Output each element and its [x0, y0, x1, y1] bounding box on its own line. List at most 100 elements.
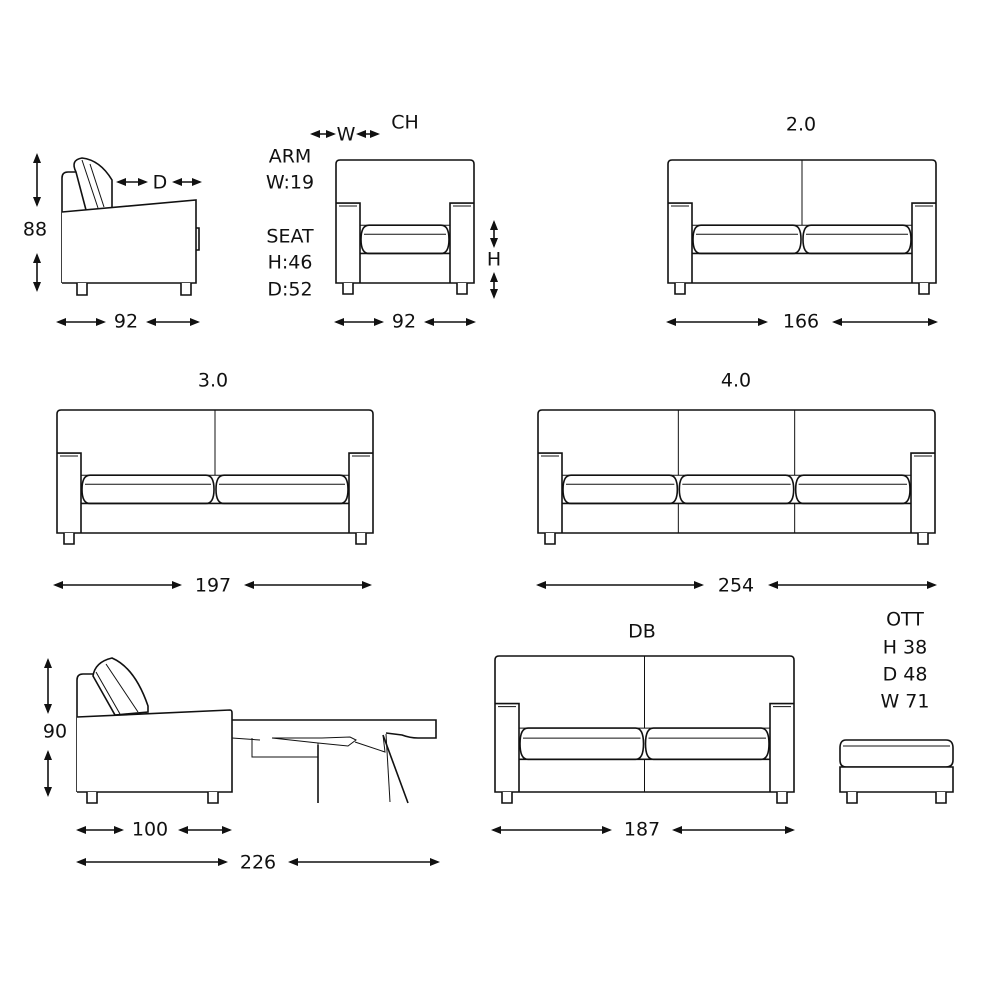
right-arm	[911, 202, 936, 283]
sofa-outline	[335, 159, 475, 284]
arrow-head	[44, 658, 52, 668]
arrow-head	[490, 272, 498, 282]
sofa-bed-height-arrow-top	[44, 658, 52, 714]
sofa-2-width-arrow-right	[832, 318, 938, 326]
arrow-head	[362, 581, 372, 589]
sofa-bed-height-label: 90	[43, 721, 67, 743]
arrow-head	[190, 318, 200, 326]
arrow-head	[334, 318, 344, 326]
sofa-3-front-view	[56, 409, 374, 545]
w-arrow-right	[356, 130, 380, 138]
sofa-3-title: 3.0	[198, 370, 228, 392]
sofa-bed-width-arrow-right	[672, 826, 795, 834]
arrow-head	[33, 197, 41, 207]
h-arrow-top	[490, 220, 498, 248]
sofa-bed-width-arrow-left	[491, 826, 612, 834]
chair-width-arrow-left	[334, 318, 384, 326]
foot	[86, 792, 98, 804]
arrow-head	[178, 826, 188, 834]
right-arm	[348, 452, 373, 533]
chair-side-height-label: 88	[23, 219, 47, 241]
arrow-head	[53, 581, 63, 589]
arrow-head	[666, 318, 676, 326]
mechanism-link	[354, 734, 386, 753]
arrow-head	[326, 130, 336, 138]
arrow-head	[218, 858, 228, 866]
sofa-bed-closed-arrow-left	[76, 826, 124, 834]
back-cushion	[73, 157, 113, 211]
foot	[917, 533, 929, 545]
arrow-head	[768, 581, 778, 589]
sofa-bed-width-label: 187	[624, 819, 660, 841]
right-arm	[449, 202, 474, 283]
arrow-head	[672, 826, 682, 834]
chair-front-view	[335, 159, 475, 295]
depth-arrow-right	[172, 178, 202, 186]
left-arm	[495, 702, 520, 792]
mechanism-frame	[251, 738, 319, 758]
chair-side-width-arrow-right	[146, 318, 200, 326]
arrow-head	[96, 318, 106, 326]
foot	[918, 283, 930, 295]
arrow-head	[222, 826, 232, 834]
arrow-head	[44, 704, 52, 714]
chair-side-height-arrow-top	[33, 153, 41, 207]
sofa-bed-front-view	[494, 655, 795, 804]
left-arm	[336, 202, 361, 283]
arrow-head	[694, 581, 704, 589]
foot	[76, 283, 88, 296]
side-body	[76, 709, 233, 793]
sofa-3-width-arrow-right	[244, 581, 372, 589]
sofa-bed-open-depth-label: 226	[240, 852, 276, 874]
right-arm	[910, 452, 935, 533]
chair-w-label: W	[337, 124, 356, 146]
arrow-head	[424, 318, 434, 326]
arrow-head	[288, 858, 298, 866]
arrow-head	[490, 238, 498, 248]
arrow-head	[76, 826, 86, 834]
ottoman-view	[839, 739, 954, 804]
foot	[342, 283, 354, 295]
seat-cushion	[81, 474, 215, 505]
arrow-head	[33, 153, 41, 163]
chair-side-width-label: 92	[114, 311, 138, 333]
ottoman-depth: D 48	[883, 664, 928, 686]
sofa-bed-closed-depth-label: 100	[132, 819, 168, 841]
side-detail	[196, 227, 200, 251]
sofa-4-width-arrow-right	[768, 581, 937, 589]
arm-title: ARM	[269, 146, 312, 168]
foot	[674, 283, 686, 295]
sofa-bed-title: DB	[628, 621, 656, 643]
sofa-bed-height-arrow-bottom	[44, 750, 52, 797]
back-cushion-line	[95, 671, 121, 715]
sofa-2-width-arrow-left	[666, 318, 768, 326]
seat-cushion	[794, 474, 911, 505]
depth-arrow-left	[116, 178, 148, 186]
back-cushion-line	[105, 663, 139, 713]
right-arm	[769, 702, 794, 792]
sofa-bed-side-view	[76, 657, 437, 804]
side-body	[61, 199, 197, 284]
sofa-2-width-label: 166	[783, 311, 819, 333]
back-cushion-line	[81, 159, 99, 209]
arrow-head	[192, 178, 202, 186]
left-arm	[57, 452, 82, 533]
arrow-head	[490, 289, 498, 299]
ottoman-height: H 38	[883, 637, 928, 659]
arrow-head	[310, 130, 320, 138]
foot	[935, 792, 947, 804]
foot	[544, 533, 556, 545]
foot	[776, 792, 788, 804]
chair-h-label: H	[487, 249, 501, 271]
foot	[355, 533, 367, 545]
sofa-4-front-view	[537, 409, 936, 545]
seat-cushion	[215, 474, 349, 505]
chair-side-height-arrow-bottom	[33, 253, 41, 292]
seat-title: SEAT	[266, 226, 314, 248]
sofa-bed-closed-arrow-right	[178, 826, 232, 834]
seat-cushion	[644, 727, 770, 761]
arrow-head	[491, 826, 501, 834]
sofa-bed-open-arrow-right	[288, 858, 440, 866]
chair-width-label: 92	[392, 311, 416, 333]
arrow-head	[430, 858, 440, 866]
